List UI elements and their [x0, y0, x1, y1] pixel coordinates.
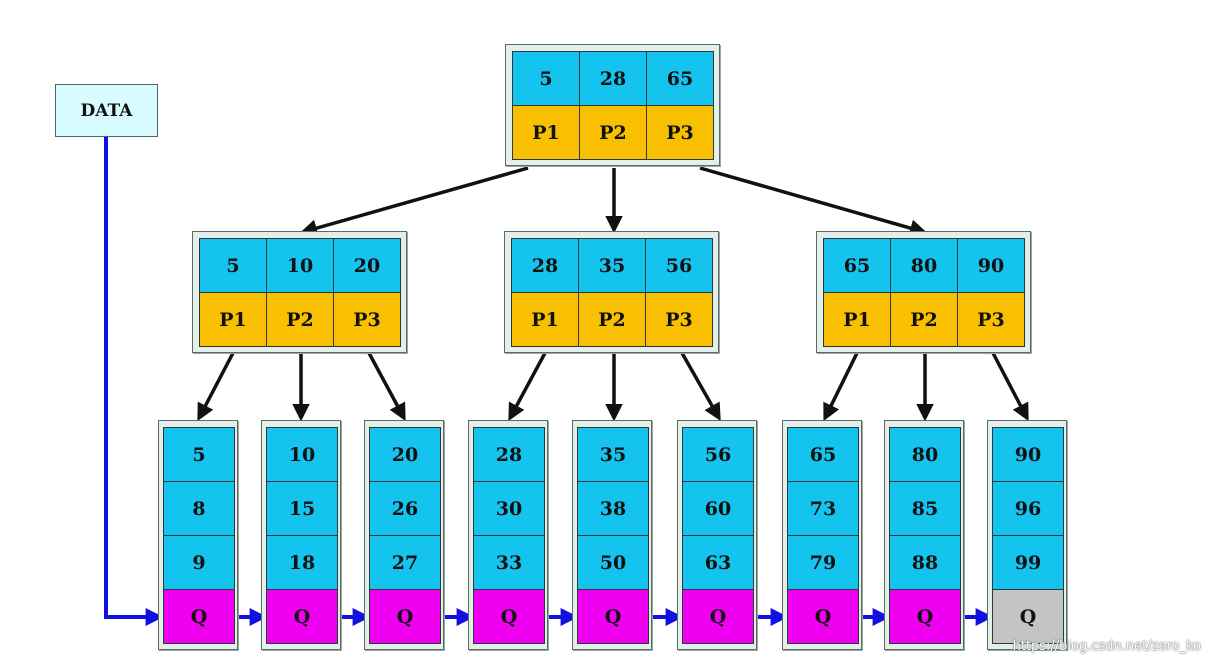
leaf-key-cell: 96: [992, 481, 1064, 536]
leaf-key-cell: 8: [163, 481, 235, 536]
leaf-key-cell: 5: [163, 427, 235, 482]
node-key-cell: 56: [645, 238, 713, 293]
node-key-cell: 65: [823, 238, 891, 293]
node-pointer-cell: P2: [579, 105, 647, 160]
leaf-next-pointer-cell: Q: [163, 589, 235, 644]
leaf-key-cell: 80: [889, 427, 961, 482]
leaf-next-pointer-cell: Q: [787, 589, 859, 644]
node-pointer-cell: P3: [646, 105, 714, 160]
leaf-links: [104, 137, 994, 626]
node-key-cell: 5: [512, 51, 580, 106]
leaf-key-cell: 10: [266, 427, 338, 482]
node-key-cell: 28: [579, 51, 647, 106]
leaf-key-cell: 56: [682, 427, 754, 482]
node-pointer-cell: P2: [578, 292, 646, 347]
node-key-cell: 5: [199, 238, 267, 293]
leaf-key-cell: 38: [577, 481, 649, 536]
data-entry-link: [104, 137, 164, 626]
leaf-key-cell: 18: [266, 535, 338, 590]
leaf-key-cell: 27: [369, 535, 441, 590]
node-key-cell: 90: [957, 238, 1025, 293]
leaf-key-cell: 33: [473, 535, 545, 590]
data-entry-box: DATA: [55, 84, 158, 137]
watermark-text: https://blog.csdn.net/zero_ko: [1012, 639, 1201, 654]
tree-arrow: [991, 352, 1029, 422]
node-key-cell: 80: [890, 238, 958, 293]
leaf-key-cell: 90: [992, 427, 1064, 482]
tree-arrow: [299, 166, 529, 237]
leaf-next-pointer-cell: Q: [682, 589, 754, 644]
node-key-cell: 28: [511, 238, 579, 293]
node-pointer-cell: P1: [823, 292, 891, 347]
node-pointer-cell: P3: [645, 292, 713, 347]
leaf-key-cell: 60: [682, 481, 754, 536]
leaf-next-pointer-cell: Q: [992, 589, 1064, 644]
tree-arrow: [197, 352, 235, 422]
leaf-key-cell: 88: [889, 535, 961, 590]
leaf-next-pointer-cell: Q: [369, 589, 441, 644]
leaf-key-cell: 15: [266, 481, 338, 536]
leaf-key-cell: 65: [787, 427, 859, 482]
leaf-key-cell: 99: [992, 535, 1064, 590]
leaf-key-cell: 20: [369, 427, 441, 482]
node-pointer-cell: P2: [890, 292, 958, 347]
node-key-cell: 65: [646, 51, 714, 106]
node-key-cell: 10: [266, 238, 334, 293]
leaf-key-cell: 28: [473, 427, 545, 482]
leaf-key-cell: 85: [889, 481, 961, 536]
leaf-next-pointer-cell: Q: [473, 589, 545, 644]
node-pointer-cell: P1: [511, 292, 579, 347]
leaf-key-cell: 35: [577, 427, 649, 482]
node-key-cell: 35: [578, 238, 646, 293]
tree-arrows: [197, 166, 1029, 422]
leaf-next-pointer-cell: Q: [889, 589, 961, 644]
node-key-cell: 20: [333, 238, 401, 293]
tree-arrow: [680, 352, 721, 422]
leaf-key-cell: 73: [787, 481, 859, 536]
tree-arrow: [367, 352, 406, 422]
leaf-key-cell: 26: [369, 481, 441, 536]
tree-arrow: [508, 352, 547, 422]
node-pointer-cell: P3: [333, 292, 401, 347]
leaf-key-cell: 9: [163, 535, 235, 590]
leaf-next-pointer-cell: Q: [577, 589, 649, 644]
node-pointer-cell: P2: [266, 292, 334, 347]
leaf-key-cell: 63: [682, 535, 754, 590]
tree-arrow: [823, 352, 859, 422]
tree-arrow: [699, 166, 928, 237]
leaf-key-cell: 79: [787, 535, 859, 590]
node-pointer-cell: P3: [957, 292, 1025, 347]
leaf-key-cell: 30: [473, 481, 545, 536]
node-pointer-cell: P1: [512, 105, 580, 160]
leaf-key-cell: 50: [577, 535, 649, 590]
leaf-next-pointer-cell: Q: [266, 589, 338, 644]
node-pointer-cell: P1: [199, 292, 267, 347]
